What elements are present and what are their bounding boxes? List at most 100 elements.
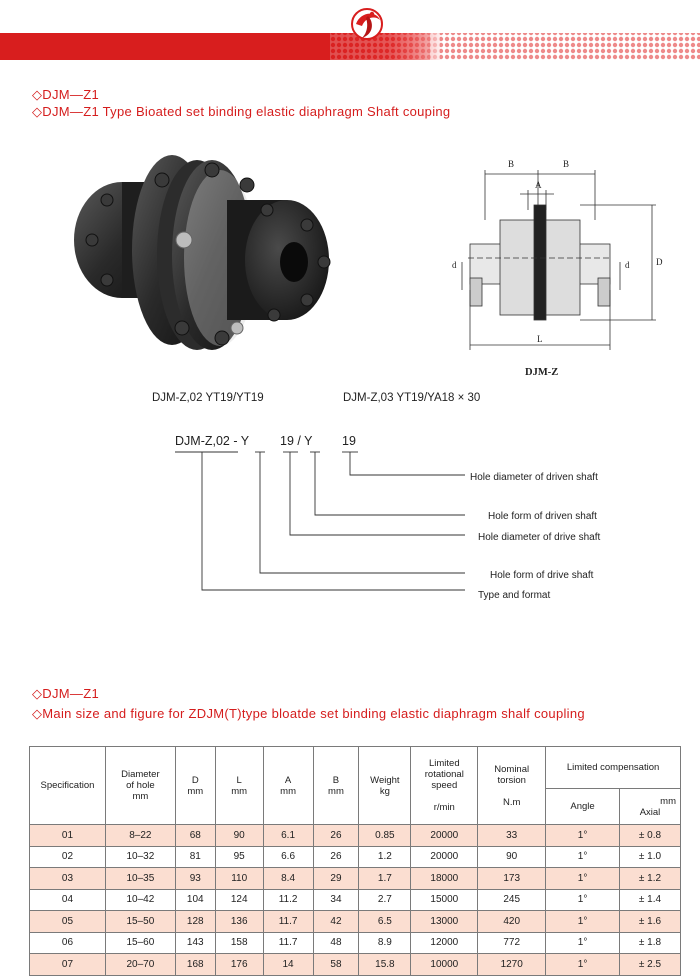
table-cell: 15–50 bbox=[104, 910, 176, 933]
table-cell: 6.5 bbox=[358, 910, 412, 933]
table-cell: 1° bbox=[545, 867, 620, 890]
table-cell: ± 2.5 bbox=[619, 953, 681, 976]
table-cell: 20000 bbox=[410, 845, 479, 868]
table-cell: 10000 bbox=[410, 953, 479, 976]
table-cell: 772 bbox=[477, 931, 547, 954]
table-cell: 143 bbox=[174, 931, 216, 954]
label-drive-hole-form: Hole form of drive shaft bbox=[490, 570, 594, 581]
table-cell: 1° bbox=[545, 845, 620, 868]
table-cell: 03 bbox=[29, 867, 106, 890]
coupling-section-diagram: B B A d d D L DJM-Z bbox=[452, 159, 663, 378]
table-cell: 15.8 bbox=[358, 953, 412, 976]
dim-d-left: d bbox=[452, 260, 457, 270]
table-cell: 10–32 bbox=[104, 845, 176, 868]
coupling-product-photo bbox=[74, 155, 331, 350]
table-cell: 06 bbox=[29, 931, 106, 954]
table-cell: ± 1.0 bbox=[619, 845, 681, 868]
table-cell: 13000 bbox=[410, 910, 479, 933]
dim-b-left: B bbox=[508, 159, 514, 169]
model-example-1: DJM-Z,02 YT19/YT19 bbox=[152, 392, 264, 404]
table-cell: 42 bbox=[312, 910, 360, 933]
table-cell: 6.1 bbox=[262, 824, 314, 847]
label-type-format: Type and format bbox=[478, 590, 550, 601]
table-cell: 1° bbox=[545, 824, 620, 847]
table-cell: 104 bbox=[174, 888, 216, 911]
table-cell: 1° bbox=[545, 888, 620, 911]
table-cell: 173 bbox=[477, 867, 547, 890]
table-cell: 1.2 bbox=[358, 845, 412, 868]
table-cell: 0.85 bbox=[358, 824, 412, 847]
table-cell: 124 bbox=[214, 888, 264, 911]
table-cell: 1270 bbox=[477, 953, 547, 976]
dim-D: D bbox=[656, 257, 663, 267]
table-cell: 110 bbox=[214, 867, 264, 890]
table-cell: 1° bbox=[545, 953, 620, 976]
dim-L: L bbox=[537, 334, 543, 344]
table-cell: 26 bbox=[312, 845, 360, 868]
code-part-type: DJM-Z,02 - Y bbox=[175, 434, 250, 448]
brand-swirl-logo bbox=[351, 8, 383, 40]
table-cell: 11.7 bbox=[262, 910, 314, 933]
table-cell: 136 bbox=[214, 910, 264, 933]
table-cell: 48 bbox=[312, 931, 360, 954]
table-cell: 15000 bbox=[410, 888, 479, 911]
table-cell: 18000 bbox=[410, 867, 479, 890]
table-cell: 34 bbox=[312, 888, 360, 911]
table-cell: 245 bbox=[477, 888, 547, 911]
table-cell: 8.4 bbox=[262, 867, 314, 890]
dim-a: A bbox=[535, 180, 542, 190]
code-part-driven: 19 bbox=[342, 434, 356, 448]
section2-title: ◇Main size and figure for ZDJM(T)type bl… bbox=[32, 706, 585, 721]
label-driven-hole-form: Hole form of driven shaft bbox=[488, 511, 597, 522]
model-code-breakdown: DJM-Z,02 - Y 19 / Y 19 Hole diameter of … bbox=[175, 434, 601, 601]
table-cell: 20–70 bbox=[104, 953, 176, 976]
table-cell: 07 bbox=[29, 953, 106, 976]
table-cell: 10–42 bbox=[104, 888, 176, 911]
table-cell: 12000 bbox=[410, 931, 479, 954]
table-cell: 90 bbox=[214, 824, 264, 847]
table-cell: 2.7 bbox=[358, 888, 412, 911]
table-cell: 20000 bbox=[410, 824, 479, 847]
code-part-drive: 19 / Y bbox=[280, 434, 313, 448]
table-cell: 29 bbox=[312, 867, 360, 890]
table-cell: 05 bbox=[29, 910, 106, 933]
table-cell: 158 bbox=[214, 931, 264, 954]
table-cell: 168 bbox=[174, 953, 216, 976]
diagram-caption: DJM-Z bbox=[525, 367, 558, 378]
section1-title: ◇DJM—Z1 Type Bioated set binding elastic… bbox=[32, 104, 451, 119]
table-cell: 58 bbox=[312, 953, 360, 976]
table-cell: 10–35 bbox=[104, 867, 176, 890]
table-cell: 90 bbox=[477, 845, 547, 868]
table-cell: 176 bbox=[214, 953, 264, 976]
table-cell: 33 bbox=[477, 824, 547, 847]
table-cell: 1° bbox=[545, 931, 620, 954]
table-cell: 8.9 bbox=[358, 931, 412, 954]
table-cell: 420 bbox=[477, 910, 547, 933]
table-cell: ± 1.8 bbox=[619, 931, 681, 954]
section1-model-heading: ◇DJM—Z1 bbox=[32, 87, 99, 102]
table-cell: 1° bbox=[545, 910, 620, 933]
table-cell: 93 bbox=[174, 867, 216, 890]
table-cell: 6.6 bbox=[262, 845, 314, 868]
label-drive-hole-diameter: Hole diameter of drive shaft bbox=[478, 532, 601, 543]
section2-model-heading: ◇DJM—Z1 bbox=[32, 686, 99, 701]
label-driven-hole-diameter: Hole diameter of driven shaft bbox=[470, 472, 598, 483]
table-cell: 95 bbox=[214, 845, 264, 868]
table-cell: ± 1.6 bbox=[619, 910, 681, 933]
table-cell: 01 bbox=[29, 824, 106, 847]
table-cell: 04 bbox=[29, 888, 106, 911]
